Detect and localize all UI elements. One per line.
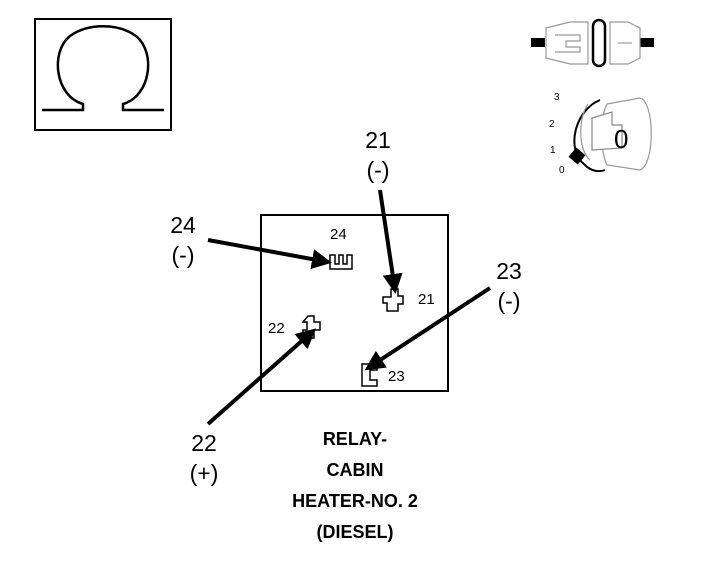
ohm-icon (34, 18, 172, 131)
arrow-21 (378, 189, 403, 294)
ignition-position-3: 3 (554, 92, 560, 103)
relay-body (260, 214, 449, 392)
terminal-24-symbol (329, 254, 353, 270)
arrow-24 (207, 238, 332, 269)
callout-22-polarity: (+) (189, 460, 219, 486)
callout-23-number: 23 (496, 258, 522, 284)
callout-21-number: 21 (365, 127, 391, 153)
connector-switch-icon (531, 18, 654, 68)
ignition-key-label: 0 (614, 124, 629, 154)
relay-title-line-3: HEATER-NO. 2 (292, 491, 418, 511)
ignition-position-2: 2 (549, 119, 555, 130)
callout-22-number: 22 (191, 430, 217, 456)
callout-21-polarity: (-) (366, 157, 390, 183)
terminal-23-label: 23 (388, 368, 405, 385)
relay-title-line-2: CABIN (326, 460, 384, 480)
relay-title-line-1: RELAY- (322, 429, 388, 449)
callout-21: 21 (-) (353, 125, 403, 185)
terminal-22-label: 22 (268, 320, 285, 337)
ignition-key-icon (568, 97, 652, 173)
ignition-position-1: 1 (550, 145, 556, 156)
callout-24: 24 (-) (158, 210, 208, 270)
callout-23: 23 (-) (484, 256, 534, 316)
callout-24-polarity: (-) (171, 242, 195, 268)
relay-title-line-4: (DIESEL) (316, 522, 394, 542)
ignition-position-0: 0 (559, 165, 565, 176)
terminal-21-label: 21 (418, 291, 435, 308)
callout-24-number: 24 (170, 212, 196, 238)
relay-title: RELAY- CABIN HEATER-NO. 2 (DIESEL) (255, 424, 455, 548)
callout-22: 22 (+) (179, 428, 229, 488)
terminal-24-label: 24 (330, 226, 347, 243)
terminal-21-symbol (382, 288, 404, 312)
callout-23-polarity: (-) (497, 288, 521, 314)
arrow-22 (206, 328, 316, 426)
arrow-23 (364, 286, 492, 371)
